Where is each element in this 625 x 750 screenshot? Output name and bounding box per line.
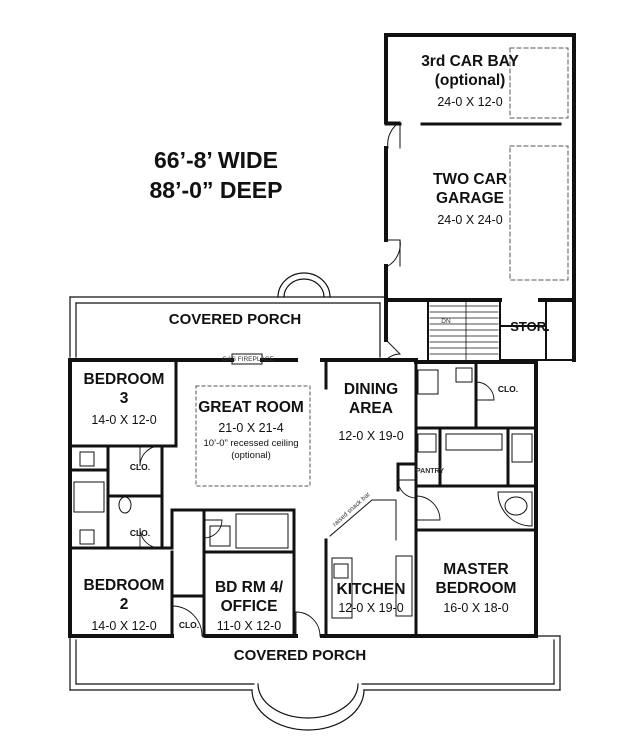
kitchen-dims: 12-0 X 19-0: [338, 601, 404, 615]
bedroom4-name-2: OFFICE: [220, 598, 278, 615]
overall-width: 66’-8’ WIDE: [154, 147, 278, 173]
fixtures: [73, 353, 533, 619]
garage-name-2: GARAGE: [435, 190, 505, 207]
storage-name: STOR.: [510, 319, 550, 334]
bedroom3-dims: 14-0 X 12-0: [91, 413, 157, 427]
porch-top-name: COVERED PORCH: [168, 311, 302, 328]
bedroom2-name-2: 2: [119, 596, 129, 613]
stair-treads: [429, 301, 499, 361]
bedroom2-name-1: BEDROOM: [83, 577, 165, 594]
garage-door-swings: [387, 121, 401, 267]
great-room-name: GREAT ROOM: [198, 399, 304, 416]
dining-name-2: AREA: [349, 400, 393, 417]
porch-bottom-name: COVERED PORCH: [233, 647, 367, 664]
dining-dims: 12-0 X 19-0: [338, 429, 404, 443]
top-porch-outline: [69, 272, 387, 358]
closet-bed4: CLO.: [178, 620, 200, 630]
kitchen-name: KITCHEN: [336, 581, 406, 598]
closet-master: CLO.: [497, 384, 519, 394]
pantry-name: PANTRY: [416, 468, 444, 475]
third-car-bay-dims: 24-0 X 12-0: [437, 95, 503, 109]
bedroom4-dims: 11-0 X 12-0: [216, 619, 282, 633]
master-name-1: MASTER: [443, 561, 509, 578]
bedroom3-name-1: BEDROOM: [83, 371, 165, 388]
third-car-bay-name-2: (optional): [434, 72, 506, 89]
bedroom2-dims: 14-0 X 12-0: [91, 619, 157, 633]
overall-depth: 88’-0” DEEP: [149, 177, 283, 203]
great-room-note-1: 10’-0” recessed ceiling: [203, 438, 299, 449]
closet-bed2: CLO.: [129, 528, 151, 538]
third-car-bay-name-1: 3rd CAR BAY: [421, 53, 519, 70]
great-room-dims: 21-0 X 21-4: [218, 421, 284, 435]
gas-fireplace-label: GAS FIREPLACE: [222, 356, 274, 363]
garage-name-1: TWO CAR: [432, 171, 508, 188]
dining-name-1: DINING: [343, 381, 399, 398]
bedroom3-name-2: 3: [119, 390, 129, 407]
garage-door-3rd-bay: [509, 47, 569, 119]
house-exterior-walls: [68, 298, 538, 638]
garage-walls: [384, 33, 576, 362]
great-room-note-2: (optional): [231, 450, 271, 461]
door-swings: [139, 339, 495, 637]
bedroom4-name-1: BD RM 4/: [214, 579, 284, 596]
garage-door-two-car: [509, 145, 569, 281]
bottom-porch-outline: [69, 635, 561, 731]
stair-dn-label: DN: [441, 318, 451, 325]
garage-dims: 24-0 X 24-0: [437, 213, 503, 227]
master-name-2: BEDROOM: [435, 580, 517, 597]
closet-bed3: CLO.: [129, 462, 151, 472]
master-dims: 16-0 X 18-0: [443, 601, 509, 615]
